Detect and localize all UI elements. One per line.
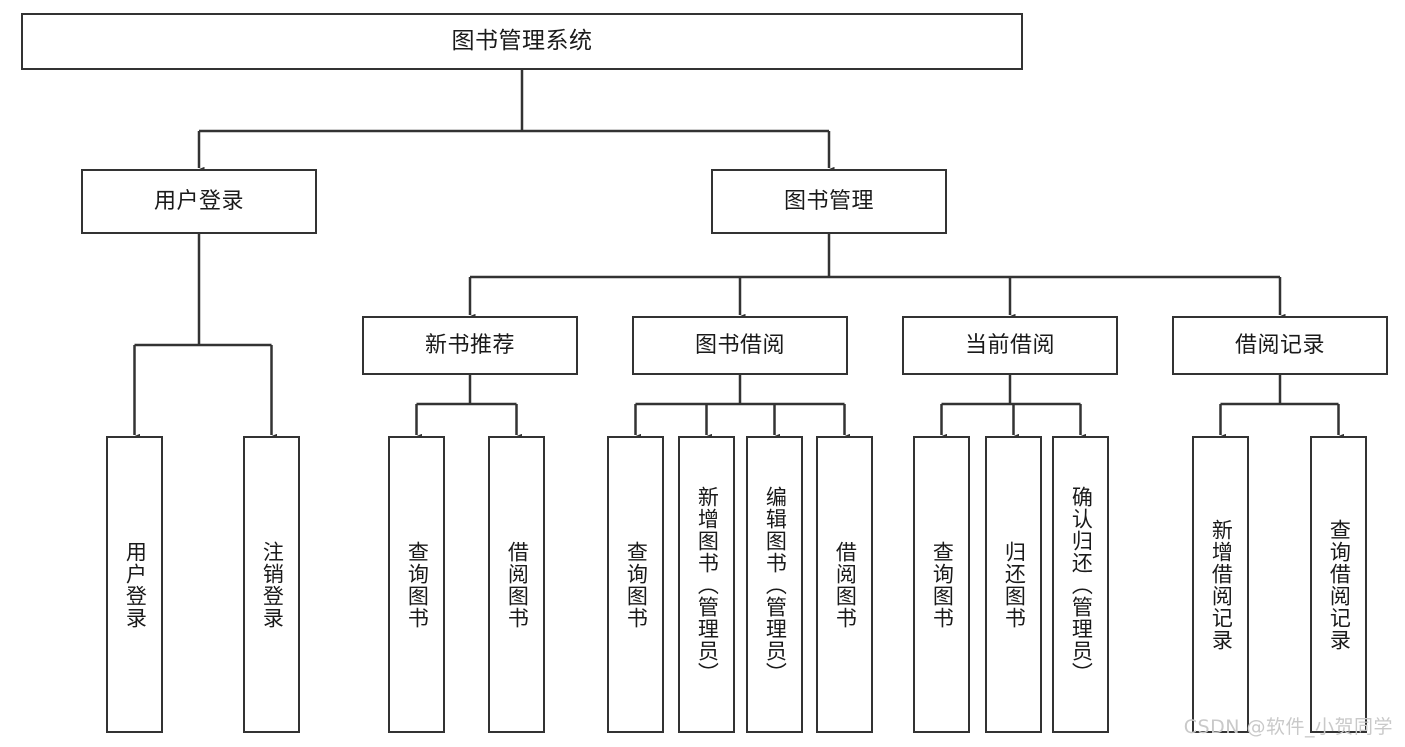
node-label-leaf-rec-add: 新增借阅记录	[1209, 518, 1234, 651]
node-leaf-borrow-edit[interactable]: 编辑图书（管理员）	[746, 436, 803, 733]
node-label-book-borrow: 图书借阅	[694, 332, 785, 358]
node-label-root: 图书管理系统	[451, 28, 593, 55]
node-user-login[interactable]: 用户登录	[81, 169, 317, 234]
node-label-borrow-record: 借阅记录	[1234, 332, 1325, 358]
node-label-leaf-cur-confirm: 确认归还（管理员）	[1069, 485, 1094, 684]
node-new-book-rec[interactable]: 新书推荐	[362, 316, 578, 375]
node-leaf-user-logout[interactable]: 注销登录	[243, 436, 300, 733]
node-label-leaf-borrow-query: 查询图书	[624, 540, 649, 629]
node-borrow-record[interactable]: 借阅记录	[1172, 316, 1388, 375]
node-leaf-user-login[interactable]: 用户登录	[106, 436, 163, 733]
node-current-borrow[interactable]: 当前借阅	[902, 316, 1118, 375]
node-label-leaf-borrow-add: 新增图书（管理员）	[695, 485, 720, 684]
node-label-leaf-cur-query: 查询图书	[930, 540, 955, 629]
node-book-manage[interactable]: 图书管理	[711, 169, 947, 234]
node-leaf-borrow-add[interactable]: 新增图书（管理员）	[678, 436, 735, 733]
node-label-leaf-rec-query2: 查询借阅记录	[1327, 518, 1352, 651]
node-label-leaf-user-login: 用户登录	[123, 540, 148, 629]
node-label-new-book-rec: 新书推荐	[424, 332, 515, 358]
node-leaf-cur-return[interactable]: 归还图书	[985, 436, 1042, 733]
node-book-borrow[interactable]: 图书借阅	[632, 316, 848, 375]
node-label-user-login: 用户登录	[153, 188, 244, 214]
node-leaf-rec-add[interactable]: 新增借阅记录	[1192, 436, 1249, 733]
node-label-leaf-borrow-edit: 编辑图书（管理员）	[763, 485, 788, 684]
node-leaf-borrow-query[interactable]: 查询图书	[607, 436, 664, 733]
node-label-current-borrow: 当前借阅	[964, 332, 1055, 358]
node-leaf-rec-query2[interactable]: 查询借阅记录	[1310, 436, 1367, 733]
node-label-book-manage: 图书管理	[783, 188, 874, 214]
node-label-leaf-rec-query: 查询图书	[405, 540, 430, 629]
node-label-leaf-user-logout: 注销登录	[260, 540, 285, 629]
node-label-leaf-borrow-lend: 借阅图书	[833, 540, 858, 629]
node-leaf-cur-confirm[interactable]: 确认归还（管理员）	[1052, 436, 1109, 733]
node-leaf-borrow-lend[interactable]: 借阅图书	[816, 436, 873, 733]
node-root[interactable]: 图书管理系统	[21, 13, 1023, 70]
node-label-leaf-cur-return: 归还图书	[1002, 540, 1027, 629]
node-leaf-rec-query[interactable]: 查询图书	[388, 436, 445, 733]
node-label-leaf-rec-borrow: 借阅图书	[505, 540, 530, 629]
node-leaf-cur-query[interactable]: 查询图书	[913, 436, 970, 733]
edge-paths	[129, 70, 1344, 443]
node-leaf-rec-borrow[interactable]: 借阅图书	[488, 436, 545, 733]
